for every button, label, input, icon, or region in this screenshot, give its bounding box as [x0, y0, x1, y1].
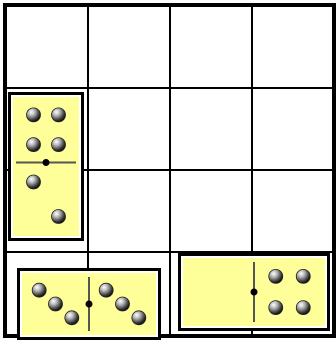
domino-center-pin: [251, 289, 258, 296]
pip: [269, 301, 283, 315]
pip: [99, 283, 113, 297]
pip: [49, 297, 63, 311]
board-cell-r3-c4[interactable]: [252, 170, 334, 252]
board-cell-r1-c2[interactable]: [88, 5, 170, 88]
board-cell-r2-c2[interactable]: [88, 88, 170, 170]
pip: [65, 311, 79, 325]
pip: [296, 269, 310, 283]
board-cell-r2-c4[interactable]: [252, 88, 334, 170]
pip: [52, 108, 66, 122]
domino-center-pin: [43, 159, 50, 166]
domino-face: [13, 97, 79, 236]
board-cell-r1-c4[interactable]: [252, 5, 334, 88]
pip: [132, 311, 146, 325]
pip: [27, 108, 41, 122]
domino-center-pin: [86, 301, 93, 308]
pip: [269, 269, 283, 283]
domino-vertical-4-2[interactable]: [8, 92, 84, 241]
pip: [116, 297, 130, 311]
board-cell-r1-c3[interactable]: [170, 5, 252, 88]
board-cell-r2-c3[interactable]: [170, 88, 252, 170]
domino-horizontal-3-3[interactable]: [17, 268, 161, 340]
pip: [27, 175, 41, 189]
board-cell-r1-c1[interactable]: [5, 5, 88, 88]
domino-horizontal-0-4[interactable]: [178, 253, 330, 331]
pip: [52, 210, 66, 224]
pip: [296, 301, 310, 315]
pip: [52, 138, 66, 152]
board-cell-r3-c2[interactable]: [88, 170, 170, 252]
pip: [27, 138, 41, 152]
pip: [32, 283, 46, 297]
board-cell-r3-c3[interactable]: [170, 170, 252, 252]
